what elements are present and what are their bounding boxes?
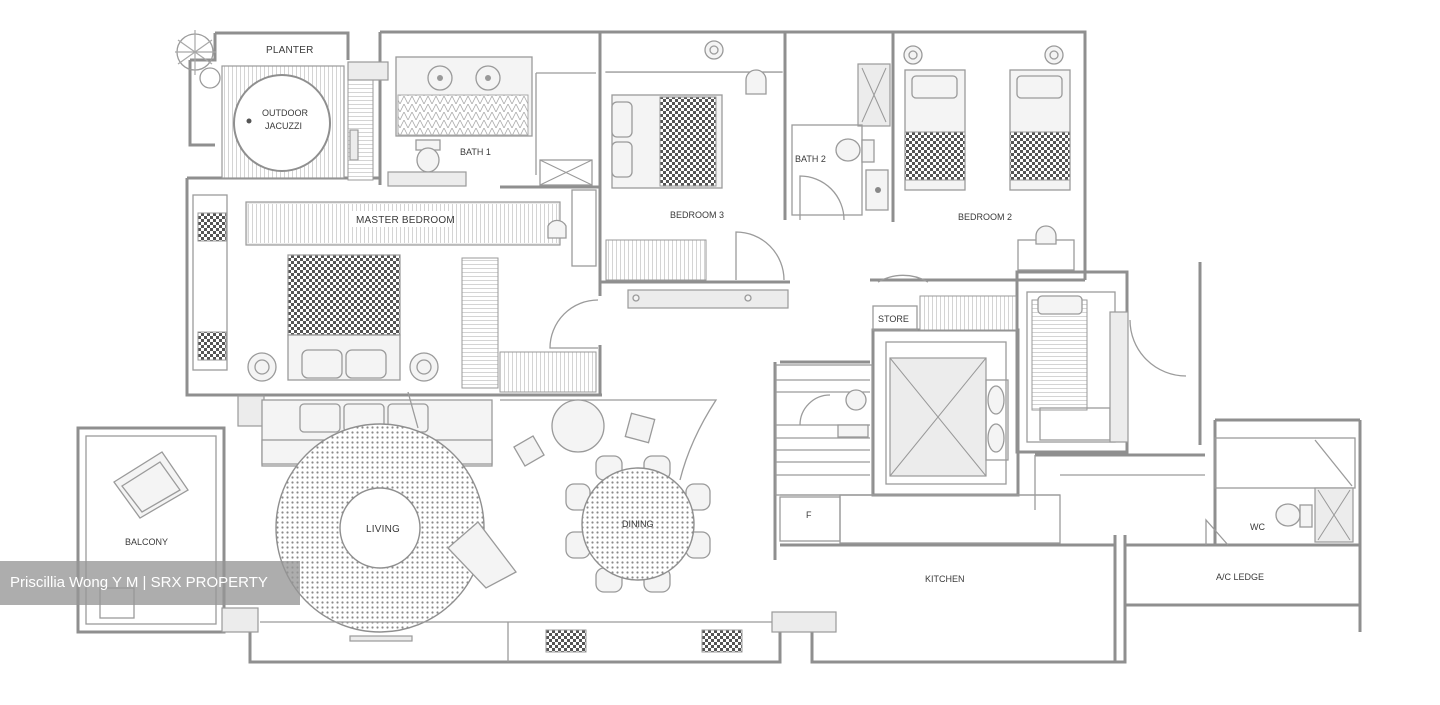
living-area: LIVING [237,391,517,633]
wc-label: WC [1250,522,1265,532]
bedroom-2-label: BEDROOM 2 [958,212,1012,222]
service-area [889,295,1187,477]
kitchen-label: KITCHEN [925,574,965,584]
bath-2: BATH 2 [791,63,929,283]
planter-label: PLANTER [266,45,314,56]
store-label: STORE [878,314,909,324]
outdoor-jacuzzi-label-line1: OUTDOOR [262,108,308,118]
bedroom-2: BEDROOM 2 STORE [872,45,1075,331]
master-bedroom: MASTER BEDROOM [192,189,597,393]
master-bedroom-label: MASTER BEDROOM [356,215,455,226]
bath-1: BATH 1 [387,56,600,189]
dining-label: DINING [622,519,654,529]
living-label: LIVING [366,524,400,535]
watermark: Priscillia Wong Y M | SRX PROPERTY [0,561,300,605]
dining-area: DINING [500,399,718,593]
stairs: F [775,364,873,542]
planter-area: PLANTER [175,30,314,89]
wc: WC [1205,437,1356,546]
bedroom-3-label: BEDROOM 3 [670,210,724,220]
balcony: BALCONY [99,451,189,619]
balcony-label: BALCONY [125,537,168,547]
kitchen: KITCHEN [780,474,1205,584]
bedroom-3: BEDROOM 3 [549,40,789,349]
outdoor-jacuzzi: OUTDOOR JACUZZI [221,61,389,181]
outdoor-jacuzzi-label-line2: JACUZZI [265,121,302,131]
fridge-label: F [806,510,812,520]
ac-ledge-label: A/C LEDGE [1216,572,1264,582]
bath-1-label: BATH 1 [460,147,491,157]
bottom-windows [221,607,837,662]
bath-2-label: BATH 2 [795,154,826,164]
